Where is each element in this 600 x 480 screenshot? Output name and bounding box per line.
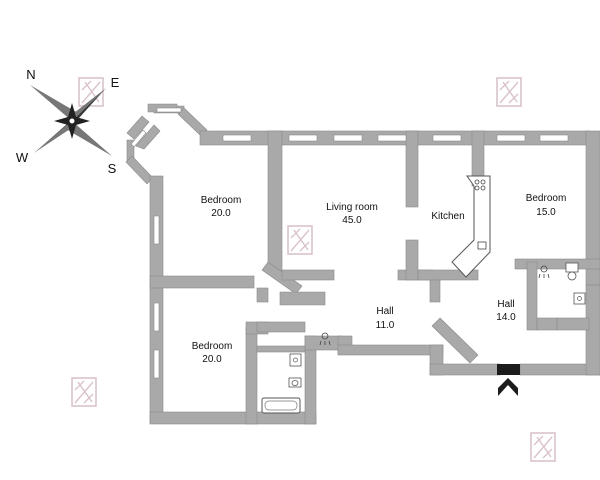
room-name: Bedroom	[526, 193, 567, 204]
compass-south-label: S	[108, 161, 117, 176]
compass-east-label: E	[111, 75, 120, 90]
room-area: 20.0	[211, 208, 231, 219]
room-area: 20.0	[202, 354, 222, 365]
sink-icon	[573, 292, 586, 305]
watermark-logo-icon	[71, 377, 97, 407]
stove-icon	[474, 179, 486, 191]
room-living-room: Living room 45.0	[326, 202, 378, 226]
room-name: Hall	[497, 299, 514, 310]
room-name: Bedroom	[201, 195, 242, 206]
windows	[130, 107, 569, 379]
room-bedroom-top-left: Bedroom 20.0	[201, 195, 242, 219]
room-area: 11.0	[376, 320, 395, 331]
room-bedroom-top-right: Bedroom 15.0	[526, 193, 567, 218]
bathtub-icon	[261, 397, 301, 414]
sink-icon	[477, 241, 487, 250]
shower-icon	[538, 265, 550, 279]
room-area: 15.0	[536, 207, 556, 218]
room-area: 45.0	[342, 215, 362, 226]
watermark-logo-icon	[530, 432, 556, 462]
room-hall-right: Hall 14.0	[496, 299, 516, 323]
shower-icon	[319, 332, 331, 346]
entrance-arrow-icon	[497, 364, 520, 396]
room-name: Hall	[376, 306, 393, 317]
room-name: Living room	[326, 202, 378, 213]
room-kitchen: Kitchen	[431, 211, 464, 222]
room-name: Kitchen	[431, 211, 464, 222]
room-name: Bedroom	[192, 341, 233, 352]
sink-icon	[289, 353, 302, 367]
walls	[125, 103, 600, 425]
compass-west-label: W	[16, 150, 29, 165]
watermark-logo-icon	[496, 77, 522, 107]
room-hall-center: Hall 11.0	[376, 306, 395, 331]
kitchen-counter	[451, 175, 491, 278]
toilet-icon	[288, 377, 302, 388]
compass-rose-icon	[30, 85, 112, 156]
room-bedroom-bottom-left: Bedroom 20.0	[192, 341, 233, 365]
room-area: 14.0	[496, 312, 516, 323]
toilet-icon	[565, 262, 579, 281]
watermark-logo-icon	[287, 225, 313, 255]
compass-north-label: N	[26, 67, 35, 82]
